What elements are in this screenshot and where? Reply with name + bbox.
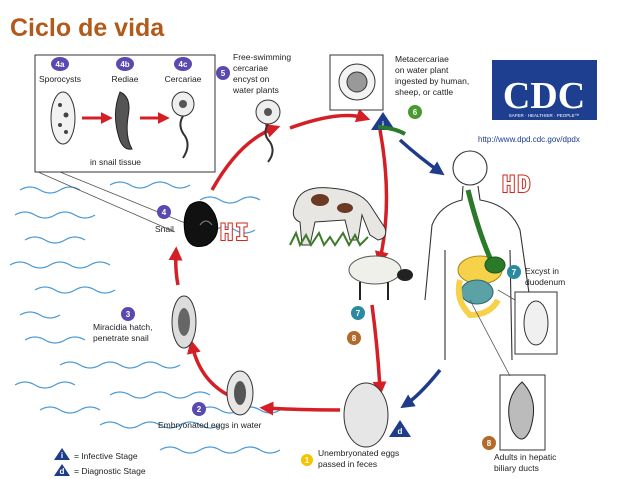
svg-text:sheep, or cattle: sheep, or cattle xyxy=(395,87,453,97)
svg-text:7: 7 xyxy=(356,309,361,318)
hd-label: HD xyxy=(502,173,533,198)
cycle-arrows xyxy=(168,108,389,416)
stage-8-animal: 8 xyxy=(347,331,361,345)
svg-text:Unembryonated eggs: Unembryonated eggs xyxy=(318,448,399,458)
svg-text:Free-swimming: Free-swimming xyxy=(233,52,291,62)
svg-text:Adults in hepatic: Adults in hepatic xyxy=(494,452,557,462)
svg-text:biliary ducts: biliary ducts xyxy=(494,463,539,473)
stage-4: 4 Snail xyxy=(155,201,219,247)
svg-text:4a: 4a xyxy=(56,60,65,69)
hi-label: HI xyxy=(220,221,251,246)
svg-text:penetrate snail: penetrate snail xyxy=(93,333,149,343)
infective-stage-marker xyxy=(371,112,395,130)
cow-image xyxy=(289,187,387,248)
stage-6: Metacercariae on water plant ingested by… xyxy=(329,54,469,136)
stage-7-animal: 7 xyxy=(351,306,365,320)
diagnostic-stage-marker xyxy=(389,420,411,437)
stage-4a-badge: 4a xyxy=(51,57,69,71)
svg-text:5: 5 xyxy=(221,69,226,78)
svg-text:Excyst in: Excyst in xyxy=(525,266,559,276)
svg-text:d: d xyxy=(60,467,65,476)
svg-text:cercariae: cercariae xyxy=(233,63,268,73)
svg-text:i: i xyxy=(382,120,384,129)
human-arrows xyxy=(398,138,445,409)
svg-text:4b: 4b xyxy=(120,60,129,69)
stage-8-human: 8 Adults in hepatic biliary ducts xyxy=(469,299,557,473)
redia-image xyxy=(114,91,133,150)
sporocyst-image xyxy=(50,91,76,145)
svg-text:8: 8 xyxy=(352,334,357,343)
human-figure xyxy=(424,150,531,361)
svg-text:4: 4 xyxy=(162,208,167,217)
svg-text:Metacercariae: Metacercariae xyxy=(395,54,449,64)
snail-tissue-label: in snail tissue xyxy=(90,157,141,167)
svg-text:duodenum: duodenum xyxy=(525,277,565,287)
stage-4c-badge: 4c xyxy=(174,57,192,71)
sheep-image xyxy=(348,255,413,300)
svg-text:i: i xyxy=(61,451,63,460)
svg-text:= Diagnostic Stage: = Diagnostic Stage xyxy=(74,466,146,476)
svg-text:d: d xyxy=(398,427,403,436)
svg-text:CDC: CDC xyxy=(503,75,585,117)
page-title: Ciclo de vida xyxy=(10,14,165,42)
cercariae-label: Cercariae xyxy=(165,74,202,84)
svg-text:= Infective Stage: = Infective Stage xyxy=(74,451,138,461)
legend: i = Infective Stage d = Diagnostic Stage xyxy=(54,448,146,476)
svg-text:Embryonated eggs in water: Embryonated eggs in water xyxy=(158,420,262,430)
svg-text:passed in feces: passed in feces xyxy=(318,459,377,469)
svg-text:Snail: Snail xyxy=(155,224,174,234)
rediae-label: Rediae xyxy=(112,74,139,84)
svg-text:4c: 4c xyxy=(179,60,188,69)
stage-3: 3 Miracidia hatch, penetrate snail xyxy=(93,295,197,349)
svg-text:SAFER · HEALTHIER · PEOPLE™: SAFER · HEALTHIER · PEOPLE™ xyxy=(509,113,579,118)
stage-7-human: 7 Excyst in duodenum xyxy=(497,265,565,355)
cdc-url: http://www.dpd.cdc.gov/dpdx xyxy=(478,135,580,144)
snail-tissue-box: 4a Sporocysts 4b Rediae 4c Cercariae in … xyxy=(34,54,216,233)
cdc-logo: CDC SAFER · HEALTHIER · PEOPLE™ http://w… xyxy=(478,60,597,144)
water-plant-image xyxy=(377,125,407,136)
svg-text:encyst on: encyst on xyxy=(233,74,270,84)
svg-text:Miracidia hatch,: Miracidia hatch, xyxy=(93,322,153,332)
svg-text:water plants: water plants xyxy=(232,85,279,95)
stage-1: d 1 Unembryonated eggs passed in feces xyxy=(301,382,411,469)
stage-5: 5 Free-swimming cercariae encyst on wate… xyxy=(216,52,291,163)
stage-4b-badge: 4b xyxy=(116,57,134,71)
stage-2: 2 Embryonated eggs in water xyxy=(158,370,262,430)
svg-text:8: 8 xyxy=(487,439,492,448)
svg-text:7: 7 xyxy=(512,268,517,277)
sporocysts-label: Sporocysts xyxy=(39,74,81,84)
svg-text:ingested by human,: ingested by human, xyxy=(395,76,469,86)
svg-text:2: 2 xyxy=(197,405,202,414)
svg-text:on water plant: on water plant xyxy=(395,65,449,75)
svg-text:3: 3 xyxy=(126,310,131,319)
svg-text:6: 6 xyxy=(413,108,418,117)
svg-text:1: 1 xyxy=(305,456,310,465)
